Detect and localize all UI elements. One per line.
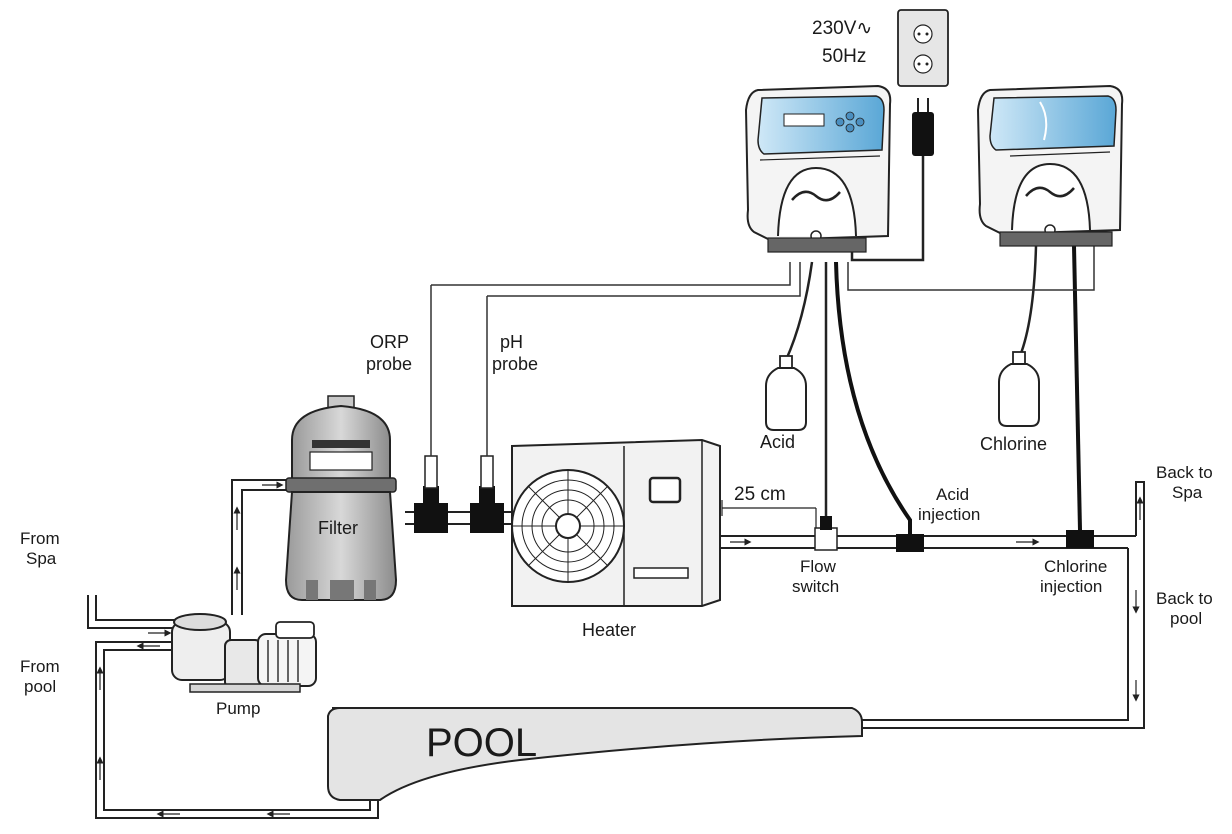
- orp-probe: [414, 262, 791, 533]
- chlorine-injection-label-1: Chlorine: [1044, 557, 1107, 576]
- from-spa-label-2: Spa: [26, 549, 57, 568]
- from-spa-label-1: From: [20, 529, 60, 548]
- power-voltage-label: 230V∿: [812, 18, 872, 39]
- orp-probe-label-1: ORP: [370, 332, 409, 352]
- acid-canister-label: Acid: [760, 432, 795, 452]
- chlorine-injection-point: [1066, 530, 1094, 548]
- wall-socket: [897, 9, 949, 87]
- chlorine-controller: [976, 84, 1124, 247]
- chlorine-canister-label: Chlorine: [980, 434, 1047, 454]
- pool-label: POOL: [426, 721, 537, 765]
- chlorine-suction-hose: [1018, 245, 1038, 357]
- acid-canister: [765, 355, 807, 431]
- heater-label: Heater: [582, 620, 636, 640]
- from-pool-label-1: From: [20, 657, 60, 676]
- ph-orp-controller: [744, 84, 892, 253]
- acid-suction-hose: [784, 261, 814, 361]
- from-spa-pipe-inner: [95, 595, 178, 621]
- chlorine-injection-label-2: injection: [1040, 577, 1102, 596]
- back-to-spa-pipe: [862, 481, 1145, 729]
- ph-probe-label-1: pH: [500, 332, 523, 352]
- ph-probe: [470, 262, 801, 533]
- flow-switch-label-1: Flow: [800, 557, 837, 576]
- filter-label: Filter: [318, 518, 358, 538]
- back-to-spa-label-1: Back to: [1156, 463, 1213, 482]
- acid-injection-point: [896, 534, 924, 552]
- back-to-pool-label-2: pool: [1170, 609, 1202, 628]
- flow-switch: [814, 262, 838, 551]
- acid-injection-label-2: injection: [918, 505, 980, 524]
- acid-injection-label-1: Acid: [936, 485, 969, 504]
- from-pool-loop-inner: [95, 641, 379, 819]
- orp-probe-label-2: probe: [366, 354, 412, 374]
- from-pool-label-2: pool: [24, 677, 56, 696]
- pool-shape: [327, 707, 863, 801]
- ph-probe-label-2: probe: [492, 354, 538, 374]
- pump: [171, 613, 317, 693]
- pump-label: Pump: [216, 699, 260, 718]
- from-pool-loop-outer: [103, 649, 371, 811]
- controller-link-cable: [847, 246, 1095, 291]
- acid-injection-hose: [834, 261, 912, 534]
- power-frequency-label: 50Hz: [822, 46, 866, 67]
- power-cable: [850, 156, 925, 262]
- back-to-pool-label-1: Back to: [1156, 589, 1213, 608]
- pump-to-filter-pipe-2: [241, 489, 290, 615]
- heater: [511, 438, 721, 607]
- back-to-spa-label-2: Spa: [1172, 483, 1203, 502]
- water-pipes: [87, 479, 1145, 819]
- flow-switch-label-2: switch: [792, 577, 839, 596]
- chlorine-injection-hose: [1072, 245, 1082, 531]
- chlorine-canister: [998, 351, 1040, 427]
- from-spa-pipe: [87, 595, 178, 629]
- filter: [284, 395, 398, 601]
- back-to-pool-pipe: [862, 548, 1129, 721]
- power-plug: [850, 98, 934, 262]
- distance-label: 25 cm: [734, 484, 786, 505]
- pump-to-filter-pipe: [231, 479, 290, 615]
